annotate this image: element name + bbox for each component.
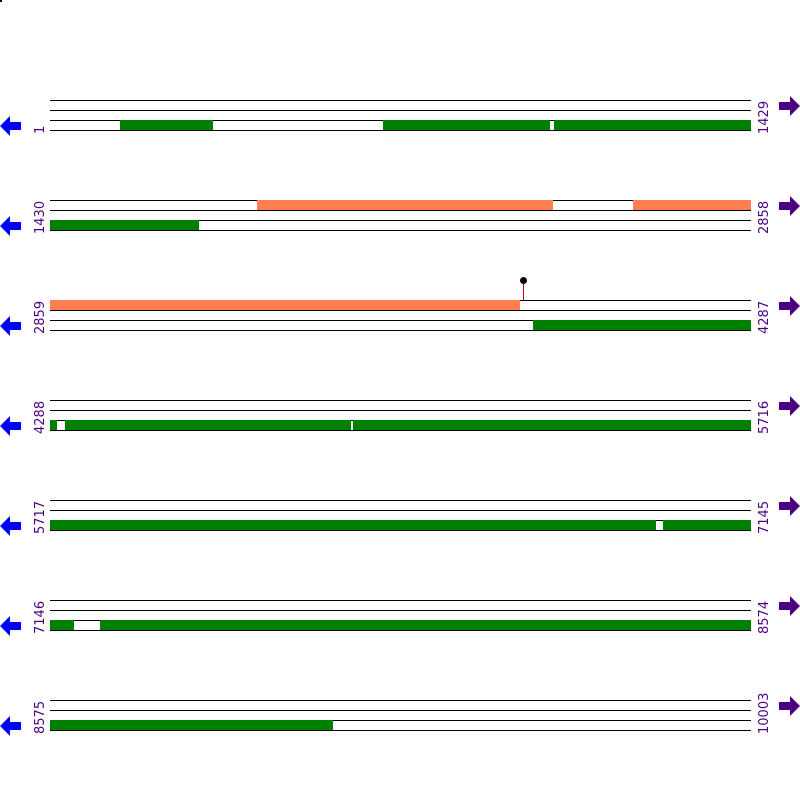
- arrow-right-icon[interactable]: [778, 695, 800, 717]
- feature-segment-green[interactable]: [533, 320, 751, 330]
- pin-marker-icon[interactable]: [520, 277, 527, 284]
- sequence-row-6: 7146 8574: [0, 590, 800, 690]
- sequence-row-7: 8575 10003: [0, 690, 800, 790]
- pin-marker-stem: [523, 284, 524, 300]
- start-position-label: 4288: [33, 400, 48, 434]
- start-position-label: 8575: [33, 700, 48, 734]
- arrow-right-icon[interactable]: [778, 495, 800, 517]
- feature-segment-green[interactable]: [50, 520, 656, 530]
- feature-segment-green[interactable]: [65, 420, 351, 430]
- arrow-left-icon[interactable]: [0, 415, 22, 437]
- strand-line: [50, 710, 751, 711]
- sequence-row-4: 4288 5716: [0, 390, 800, 490]
- arrow-right-icon[interactable]: [778, 595, 800, 617]
- start-position-label: 7146: [33, 600, 48, 634]
- feature-segment-green[interactable]: [353, 420, 751, 430]
- strand-line: [50, 210, 751, 211]
- feature-segment-green[interactable]: [50, 720, 333, 730]
- feature-segment-green[interactable]: [120, 120, 213, 130]
- arrow-left-icon[interactable]: [0, 115, 22, 137]
- strand-line: [50, 330, 751, 331]
- strand-line: [50, 530, 751, 531]
- end-position-label: 5716: [757, 400, 772, 434]
- corner-dot: [0, 0, 2, 2]
- arrow-right-icon[interactable]: [778, 395, 800, 417]
- strand-line: [50, 430, 751, 431]
- feature-segment-green[interactable]: [50, 220, 199, 230]
- strand-line: [50, 130, 751, 131]
- end-position-label: 4287: [757, 300, 772, 334]
- feature-segment-green[interactable]: [50, 420, 57, 430]
- feature-segment-green[interactable]: [383, 120, 550, 130]
- arrow-left-icon[interactable]: [0, 615, 22, 637]
- feature-segment-orange[interactable]: [257, 200, 553, 210]
- end-position-label: 7145: [757, 500, 772, 534]
- sequence-row-3: 2859 4287: [0, 277, 800, 390]
- strand-line: [50, 500, 751, 501]
- feature-segment-green[interactable]: [663, 520, 751, 530]
- strand-line: [50, 220, 751, 221]
- start-position-label: 1: [33, 125, 48, 134]
- arrow-right-icon[interactable]: [778, 195, 800, 217]
- start-position-label: 5717: [33, 500, 48, 534]
- end-position-label: 8574: [757, 600, 772, 634]
- arrow-right-icon[interactable]: [778, 295, 800, 317]
- feature-segment-orange[interactable]: [633, 200, 751, 210]
- strand-line: [50, 730, 751, 731]
- sequence-row-1: 1 1429: [0, 90, 800, 190]
- feature-segment-orange[interactable]: [50, 300, 520, 310]
- strand-line: [50, 310, 751, 311]
- arrow-left-icon[interactable]: [0, 715, 22, 737]
- end-position-label: 2858: [757, 200, 772, 234]
- arrow-left-icon[interactable]: [0, 215, 22, 237]
- start-position-label: 1430: [33, 200, 48, 234]
- feature-segment-green[interactable]: [50, 620, 74, 630]
- strand-line: [50, 400, 751, 401]
- arrow-right-icon[interactable]: [778, 95, 800, 117]
- arrow-left-icon[interactable]: [0, 315, 22, 337]
- strand-line: [50, 510, 751, 511]
- strand-line: [50, 630, 751, 631]
- strand-line: [50, 100, 751, 101]
- strand-line: [50, 410, 751, 411]
- strand-line: [50, 700, 751, 701]
- start-position-label: 2859: [33, 300, 48, 334]
- sequence-row-5: 5717 7145: [0, 490, 800, 590]
- sequence-row-2: 1430 2858: [0, 190, 800, 290]
- feature-segment-green[interactable]: [100, 620, 751, 630]
- strand-line: [50, 610, 751, 611]
- strand-line: [50, 320, 751, 321]
- end-position-label: 10003: [757, 692, 772, 734]
- arrow-left-icon[interactable]: [0, 515, 22, 537]
- end-position-label: 1429: [757, 100, 772, 134]
- strand-line: [50, 230, 751, 231]
- strand-line: [50, 110, 751, 111]
- strand-line: [50, 600, 751, 601]
- strand-line: [50, 720, 751, 721]
- feature-segment-green[interactable]: [554, 120, 751, 130]
